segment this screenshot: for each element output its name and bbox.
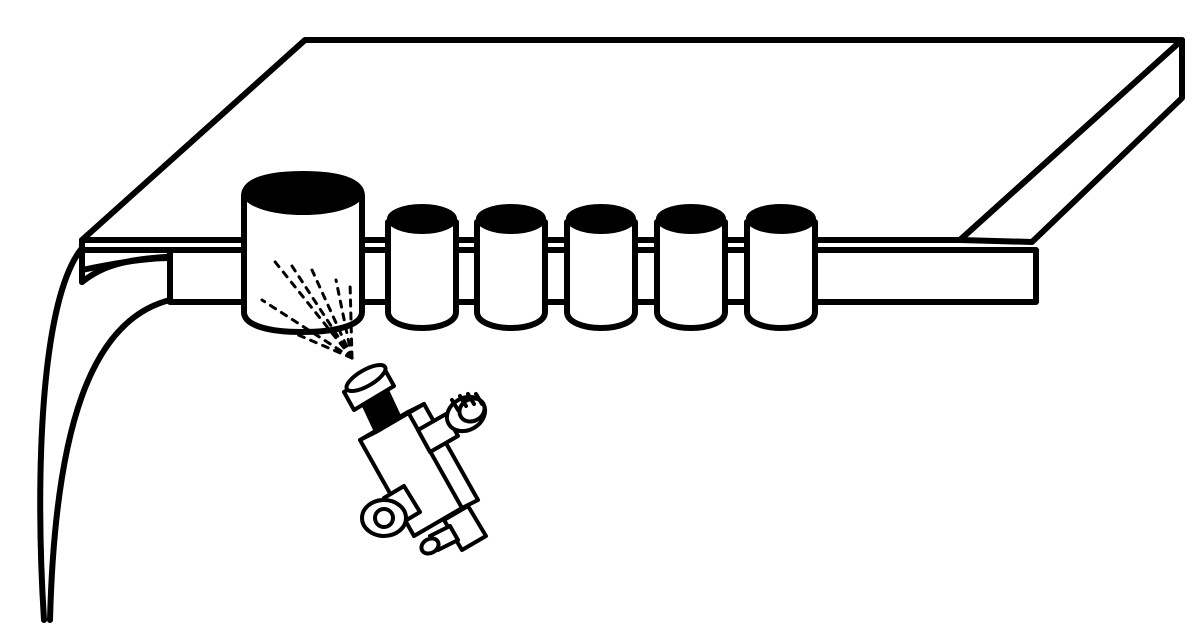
cup-3-opening [566, 204, 636, 234]
cup-4-opening [656, 204, 726, 234]
cup-5 [744, 204, 818, 331]
small-fitting [419, 504, 488, 556]
spray-mist [260, 256, 354, 360]
side-port-knob [416, 392, 488, 454]
cup-2-opening [476, 204, 546, 234]
cup-2 [474, 204, 548, 331]
cup-5-opening [746, 204, 816, 234]
nozzle-valve [342, 363, 488, 556]
cups-row [385, 204, 818, 331]
hex-fitting [360, 484, 422, 538]
cup-1 [385, 204, 459, 331]
cup-1-opening [387, 204, 457, 234]
cup-large [241, 171, 365, 335]
cup-3 [564, 204, 638, 331]
nozzle-tip [342, 363, 396, 412]
feed-hoses [37, 245, 173, 623]
cup-4 [654, 204, 728, 331]
crossbar [79, 247, 1039, 305]
